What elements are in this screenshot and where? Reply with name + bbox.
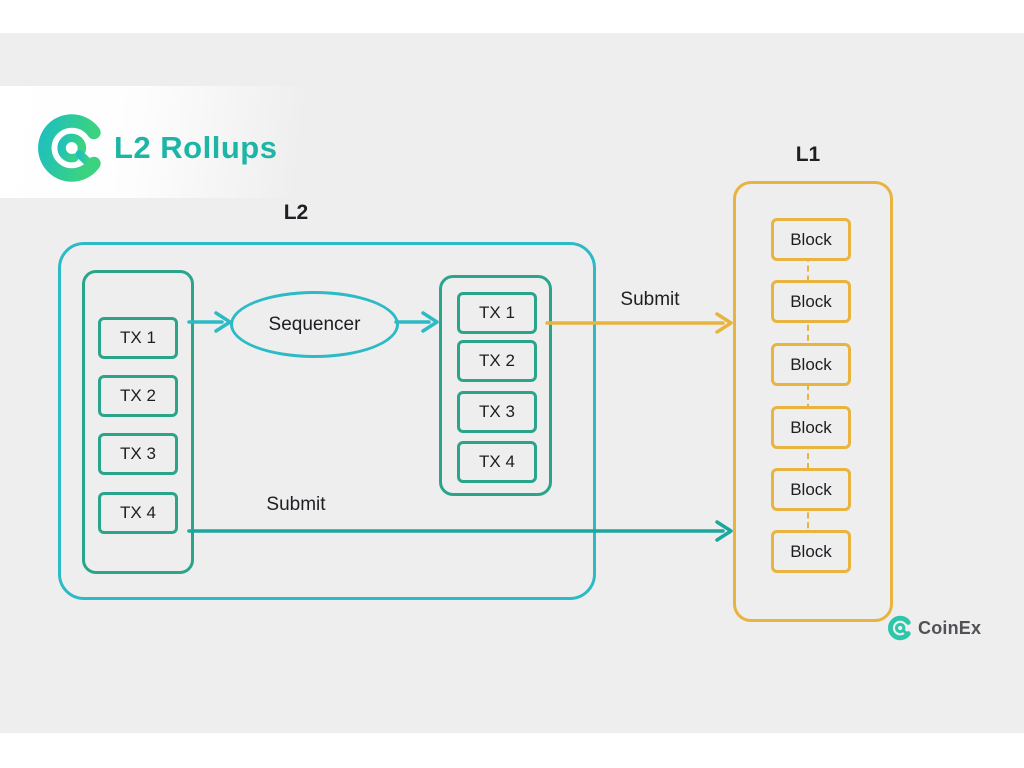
- coinex-logo-icon: [888, 615, 911, 641]
- block-box: Block: [771, 530, 851, 573]
- block-box: Block: [771, 218, 851, 261]
- footer-brand: CoinEx: [888, 615, 981, 641]
- header-highlight-band: [0, 86, 340, 198]
- page-title: L2 Rollups: [114, 130, 278, 165]
- tx-box: TX 1: [457, 292, 537, 334]
- tx-box: TX 1: [98, 317, 178, 359]
- submit-label-top: Submit: [620, 289, 680, 310]
- l2-group-label: L2: [283, 201, 309, 224]
- tx-box: TX 4: [98, 492, 178, 534]
- coinex-wordmark: CoinEx: [918, 617, 982, 638]
- tx-stack-ordered: TX 1 TX 2 TX 3 TX 4: [439, 275, 552, 496]
- l2-container: [58, 242, 596, 600]
- block-box: Block: [771, 280, 851, 323]
- submit-label-bottom: Submit: [266, 494, 326, 515]
- l1-container: [733, 181, 893, 622]
- block-chain-dashed-connector: [807, 236, 809, 548]
- tx-stack-incoming: TX 1 TX 2 TX 3 TX 4: [82, 270, 194, 574]
- l1-group-label: L1: [795, 143, 821, 166]
- tx-box: TX 4: [457, 441, 537, 483]
- block-box: Block: [771, 468, 851, 511]
- sequencer-node: Sequencer: [230, 291, 399, 358]
- tx-box: TX 2: [457, 340, 537, 382]
- coinex-logo-icon: [38, 114, 101, 182]
- tx-box: TX 3: [98, 433, 178, 475]
- block-box: Block: [771, 343, 851, 386]
- tx-box: TX 3: [457, 391, 537, 433]
- tx-box: TX 2: [98, 375, 178, 417]
- block-box: Block: [771, 406, 851, 449]
